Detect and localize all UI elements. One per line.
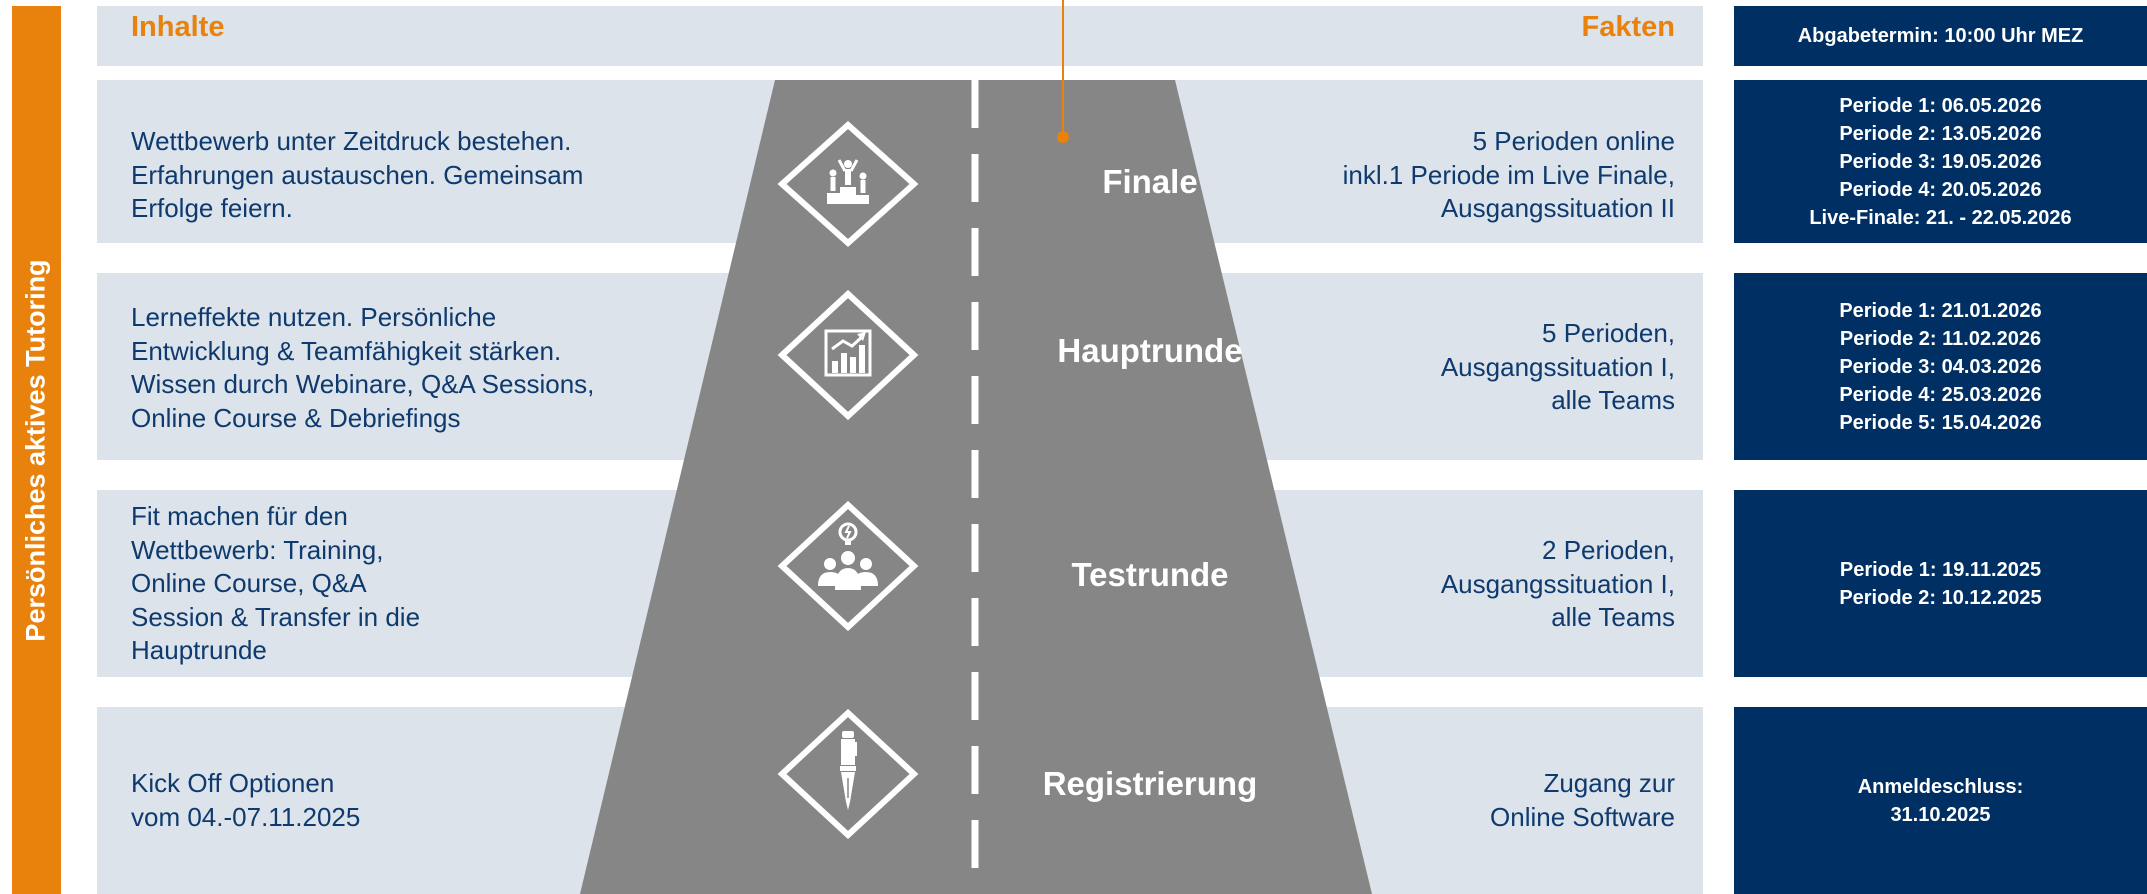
- dates-registrierung: Anmeldeschluss: 31.10.2025: [1857, 775, 2024, 826]
- dates-box-hauptrunde: Periode 1: 21.01.2026 Periode 2: 11.02.2…: [1734, 273, 2147, 460]
- facts-testrunde: 2 Perioden, Ausgangssituation I, alle Te…: [1440, 535, 1675, 632]
- facts-registrierung: Zugang zur Online Software: [1490, 768, 1675, 832]
- stage-label-finale: Finale: [1102, 163, 1198, 200]
- stage-label-hauptrunde: Hauptrunde: [1057, 332, 1243, 369]
- facts-finale: 5 Perioden online inkl.1 Periode im Live…: [1342, 126, 1675, 223]
- dates-testrunde: Periode 1: 19.11.2025 Periode 2: 10.12.2…: [1839, 558, 2042, 609]
- content-registrierung: Kick Off Optionen vom 04.-07.11.2025: [131, 768, 361, 832]
- facts-hauptrunde: 5 Perioden, Ausgangssituation I, alle Te…: [1440, 318, 1675, 415]
- fountain-pen-icon: [777, 708, 919, 840]
- header-fakten: Fakten: [1581, 11, 1675, 43]
- dates-box-registrierung: Anmeldeschluss: 31.10.2025: [1734, 707, 2147, 894]
- team-idea-icon: [777, 500, 919, 632]
- dates-box-finale: Periode 1: 06.05.2026 Periode 2: 13.05.2…: [1734, 80, 2147, 243]
- header-band: [97, 6, 1703, 66]
- bar-chart-growth-icon: [777, 289, 919, 421]
- sidebar-strip: [12, 6, 61, 894]
- content-testrunde: Fit machen für den Wettbewerb: Training,…: [131, 501, 421, 665]
- deadline-box: Abgabetermin: 10:00 Uhr MEZ: [1734, 6, 2147, 66]
- content-finale: Wettbewerb unter Zeitdruck bestehen. Erf…: [131, 126, 584, 223]
- dates-hauptrunde: Periode 1: 21.01.2026 Periode 2: 11.02.2…: [1839, 299, 2042, 434]
- content-hauptrunde: Lerneffekte nutzen. Persönliche Entwickl…: [131, 302, 595, 433]
- deadline-text: Abgabetermin: 10:00 Uhr MEZ: [1797, 25, 2084, 47]
- dates-finale: Periode 1: 06.05.2026 Periode 2: 13.05.2…: [1809, 94, 2072, 229]
- stage-label-registrierung: Registrierung: [1042, 765, 1258, 802]
- header-inhalte: Inhalte: [131, 11, 225, 43]
- stage-label-testrunde: Testrunde: [1071, 556, 1229, 593]
- dates-box-testrunde: Periode 1: 19.11.2025 Periode 2: 10.12.2…: [1734, 490, 2147, 677]
- podium-winners-icon: [777, 120, 919, 248]
- marker-dot: [1057, 131, 1069, 143]
